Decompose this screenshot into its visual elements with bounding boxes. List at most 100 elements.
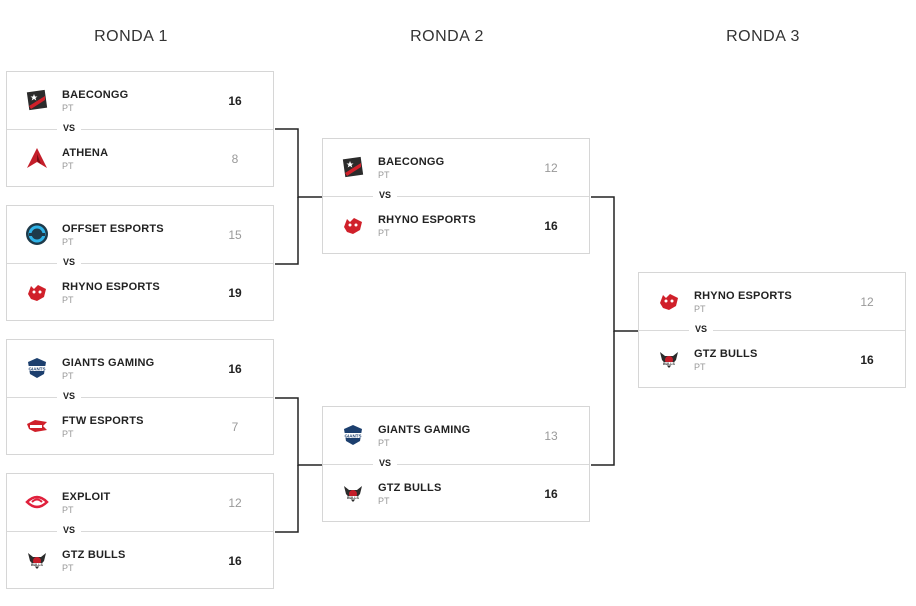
divider bbox=[7, 263, 273, 264]
team-region: PT bbox=[62, 295, 74, 305]
giants-icon: GIANTS bbox=[25, 356, 49, 380]
team-score: 16 bbox=[860, 353, 874, 367]
divider bbox=[7, 397, 273, 398]
divider bbox=[7, 531, 273, 532]
vs-label: VS bbox=[373, 458, 398, 468]
exploit-icon bbox=[25, 490, 49, 514]
ftw-icon bbox=[25, 414, 49, 438]
match-card[interactable]: OFFSET ESPORTS PT 15 VS RHYNO ESPORTS PT… bbox=[6, 205, 274, 321]
vs-label: VS bbox=[57, 123, 82, 133]
team-region: PT bbox=[378, 228, 390, 238]
team-region: PT bbox=[62, 563, 74, 573]
vs-label: VS bbox=[57, 257, 82, 267]
team-region: PT bbox=[62, 161, 74, 171]
team-name: GIANTS GAMING bbox=[62, 357, 155, 369]
team-score: 16 bbox=[544, 487, 558, 501]
team-score: 8 bbox=[231, 152, 239, 166]
match-card[interactable]: GIANTS GIANTS GAMING PT 16 VS FTW ESPORT… bbox=[6, 339, 274, 455]
team-name: GTZ BULLS bbox=[378, 482, 442, 494]
team-score: 7 bbox=[231, 420, 239, 434]
team-region: PT bbox=[62, 237, 74, 247]
team-score: 16 bbox=[228, 554, 242, 568]
team-region: PT bbox=[378, 496, 390, 506]
gtz-icon: BULLS bbox=[25, 548, 49, 572]
svg-text:GIANTS: GIANTS bbox=[344, 433, 361, 438]
team-name: GTZ BULLS bbox=[62, 549, 126, 561]
team-score: 12 bbox=[228, 496, 242, 510]
svg-text:GIANTS: GIANTS bbox=[28, 366, 45, 371]
giants-icon: GIANTS bbox=[341, 423, 365, 447]
match-card[interactable]: RHYNO ESPORTS PT 12 VS BULLS GTZ BULLS P… bbox=[638, 272, 906, 388]
team-score: 12 bbox=[544, 161, 558, 175]
team-name: RHYNO ESPORTS bbox=[62, 281, 160, 293]
connector-r2m2 bbox=[591, 331, 615, 466]
round-title-2: RONDA 2 bbox=[410, 28, 484, 45]
team-row[interactable]: RHYNO ESPORTS PT 19 bbox=[7, 264, 273, 321]
team-row[interactable]: OFFSET ESPORTS PT 15 bbox=[7, 206, 273, 263]
round-title-3: RONDA 3 bbox=[726, 28, 800, 45]
round-title-1: RONDA 1 bbox=[94, 28, 168, 45]
connector-r1m1 bbox=[275, 128, 322, 198]
team-name: OFFSET ESPORTS bbox=[62, 223, 164, 235]
team-name: BAECONGG bbox=[62, 89, 129, 101]
team-name: EXPLOIT bbox=[62, 491, 111, 503]
team-row[interactable]: BULLS GTZ BULLS PT 16 bbox=[639, 331, 905, 388]
vs-label: VS bbox=[57, 391, 82, 401]
rhyno-icon bbox=[657, 289, 681, 313]
team-name: GIANTS GAMING bbox=[378, 424, 471, 436]
team-score: 15 bbox=[228, 228, 242, 242]
connector-r1m4 bbox=[275, 465, 299, 533]
match-card[interactable]: BAECONGG PT 12 VS RHYNO ESPORTS PT 16 bbox=[322, 138, 590, 254]
team-region: PT bbox=[694, 362, 706, 372]
vs-label: VS bbox=[373, 190, 398, 200]
team-name: ATHENA bbox=[62, 147, 109, 159]
offset-icon bbox=[25, 222, 49, 246]
connector-r1m2 bbox=[275, 197, 299, 265]
rhyno-icon bbox=[25, 280, 49, 304]
team-row[interactable]: FTW ESPORTS PT 7 bbox=[7, 398, 273, 455]
team-row[interactable]: BULLS GTZ BULLS PT 16 bbox=[323, 465, 589, 522]
team-name: RHYNO ESPORTS bbox=[694, 290, 792, 302]
team-name: BAECONGG bbox=[378, 156, 445, 168]
vs-label: VS bbox=[57, 525, 82, 535]
team-row[interactable]: ATHENA PT 8 bbox=[7, 130, 273, 187]
team-region: PT bbox=[62, 103, 74, 113]
match-card[interactable]: BAECONGG PT 16 VS ATHENA PT 8 bbox=[6, 71, 274, 187]
gtz-icon: BULLS bbox=[341, 481, 365, 505]
team-region: PT bbox=[62, 371, 74, 381]
team-row[interactable]: GIANTS GIANTS GAMING PT 13 bbox=[323, 407, 589, 464]
team-region: PT bbox=[62, 429, 74, 439]
team-row[interactable]: BAECONGG PT 16 bbox=[7, 72, 273, 129]
match-card[interactable]: GIANTS GIANTS GAMING PT 13 VS BULLS GTZ … bbox=[322, 406, 590, 522]
team-region: PT bbox=[378, 170, 390, 180]
team-score: 19 bbox=[228, 286, 242, 300]
baecongg-icon bbox=[25, 88, 49, 112]
team-region: PT bbox=[378, 438, 390, 448]
team-region: PT bbox=[62, 505, 74, 515]
team-row[interactable]: BULLS GTZ BULLS PT 16 bbox=[7, 532, 273, 589]
team-score: 16 bbox=[544, 219, 558, 233]
team-score: 16 bbox=[228, 362, 242, 376]
baecongg-icon bbox=[341, 155, 365, 179]
team-name: FTW ESPORTS bbox=[62, 415, 144, 427]
connector-r2m1 bbox=[591, 196, 638, 332]
connector-r1m3 bbox=[275, 397, 322, 466]
match-card[interactable]: EXPLOIT PT 12 VS BULLS GTZ BULLS PT 16 bbox=[6, 473, 274, 589]
team-score: 12 bbox=[860, 295, 874, 309]
divider bbox=[323, 196, 589, 197]
team-score: 16 bbox=[228, 94, 242, 108]
team-row[interactable]: RHYNO ESPORTS PT 12 bbox=[639, 273, 905, 330]
divider bbox=[639, 330, 905, 331]
team-row[interactable]: BAECONGG PT 12 bbox=[323, 139, 589, 196]
athena-icon bbox=[25, 146, 49, 170]
divider bbox=[7, 129, 273, 130]
rhyno-icon bbox=[341, 213, 365, 237]
svg-text:BULLS: BULLS bbox=[31, 563, 43, 567]
team-row[interactable]: GIANTS GIANTS GAMING PT 16 bbox=[7, 340, 273, 397]
team-name: RHYNO ESPORTS bbox=[378, 214, 476, 226]
team-row[interactable]: EXPLOIT PT 12 bbox=[7, 474, 273, 531]
divider bbox=[323, 464, 589, 465]
gtz-icon: BULLS bbox=[657, 347, 681, 371]
team-row[interactable]: RHYNO ESPORTS PT 16 bbox=[323, 197, 589, 254]
